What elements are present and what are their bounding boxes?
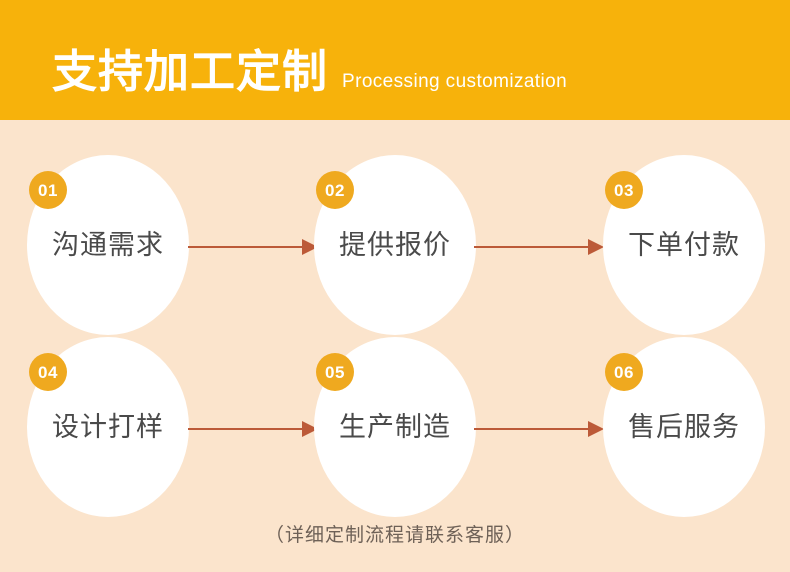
process-row-top: 沟通需求 01 提供报价 02 下单付款 [0,155,790,335]
step-label: 下单付款 [628,229,740,260]
arrow-05-to-06-icon [474,421,604,437]
step-number: 05 [325,362,345,382]
arrow-line [474,428,589,430]
process-step-04[interactable]: 设计打样 04 [27,337,189,517]
step-label: 售后服务 [628,411,740,442]
process-step-06[interactable]: 售后服务 06 [603,337,765,517]
arrow-line [188,246,303,248]
step-number-badge: 02 [316,171,354,209]
arrow-04-to-05-icon [188,421,318,437]
page-title: 支持加工定制 [52,46,329,97]
page-subtitle: Processing customization [342,71,568,92]
step-number: 04 [38,362,58,382]
step-number-badge: 06 [605,353,643,391]
step-label: 提供报价 [339,229,451,260]
footnote-text: （详细定制流程请联系客服） [264,525,525,546]
step-number: 02 [325,180,345,200]
process-step-01[interactable]: 沟通需求 01 [27,155,189,335]
arrow-line [188,428,303,430]
arrow-01-to-02-icon [188,239,318,255]
header-text-group: 支持加工定制 Processing customization [52,49,567,94]
arrow-head [588,239,604,255]
step-number-badge: 04 [29,353,67,391]
step-number: 01 [38,180,58,200]
header-band: 支持加工定制 Processing customization [0,0,790,120]
step-number-badge: 01 [29,171,67,209]
step-number: 03 [614,180,634,200]
process-step-05[interactable]: 生产制造 05 [314,337,476,517]
process-step-03[interactable]: 下单付款 03 [603,155,765,335]
arrow-line [474,246,589,248]
step-label: 生产制造 [339,411,451,442]
step-number: 06 [614,362,634,382]
step-label: 设计打样 [52,411,164,442]
step-number-badge: 05 [316,353,354,391]
step-label: 沟通需求 [52,229,164,260]
arrow-02-to-03-icon [474,239,604,255]
arrow-head [588,421,604,437]
process-step-02[interactable]: 提供报价 02 [314,155,476,335]
step-number-badge: 03 [605,171,643,209]
process-row-bottom: 设计打样 04 生产制造 05 售后服务 [0,337,790,517]
